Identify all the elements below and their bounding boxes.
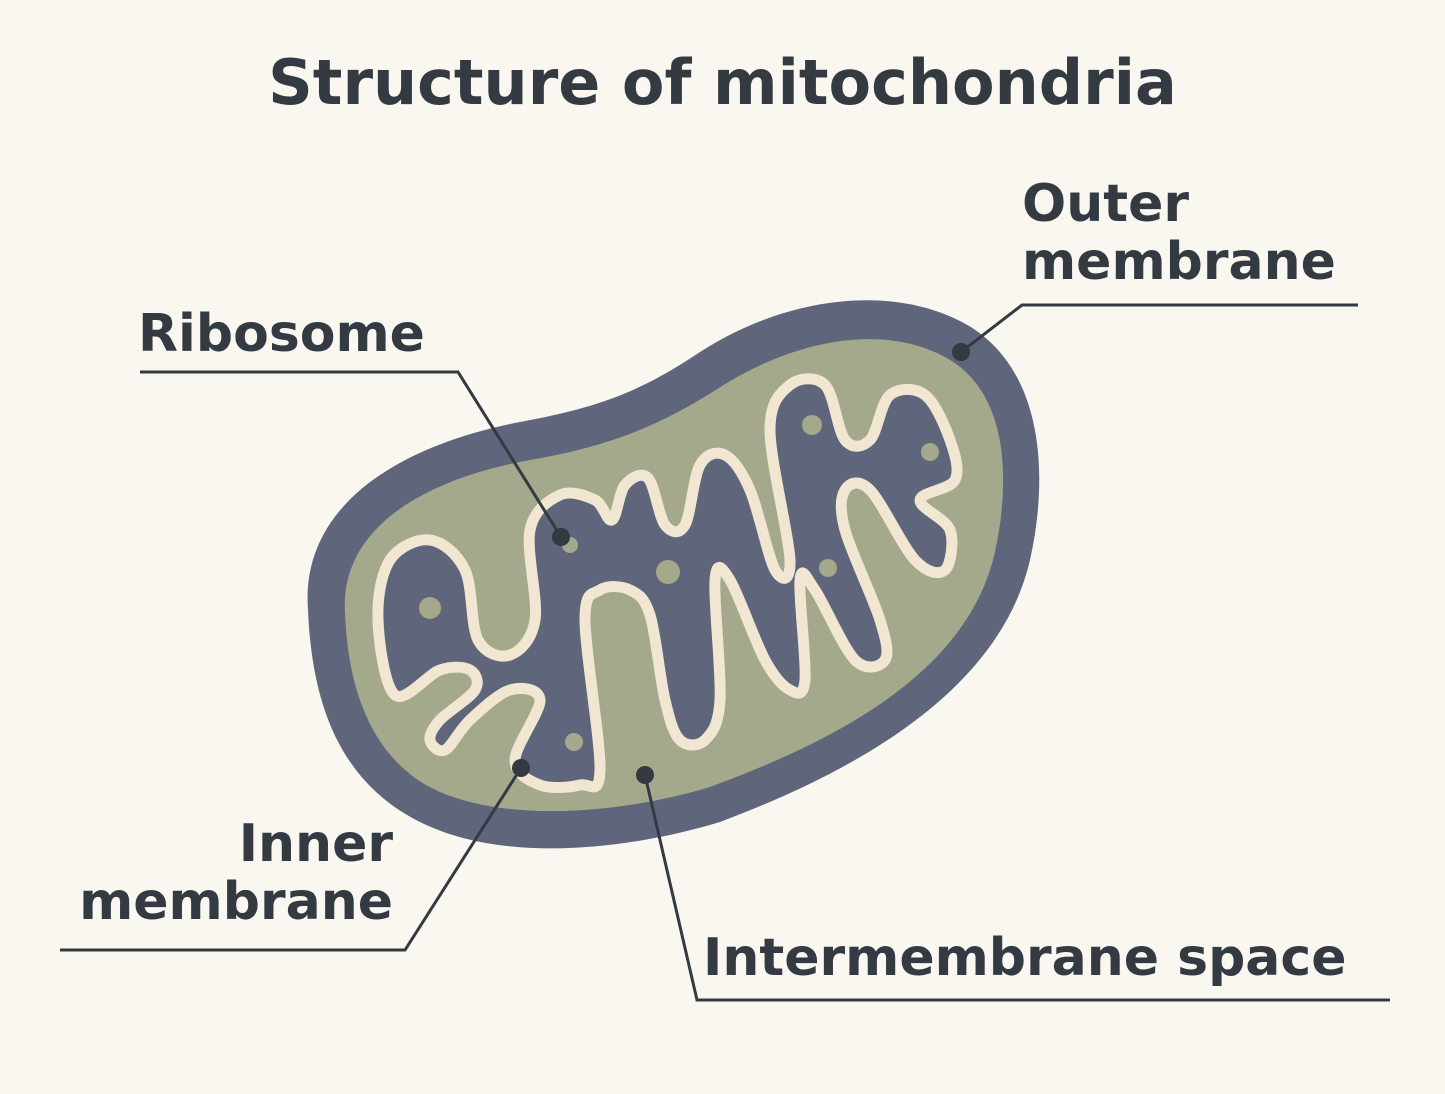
ribosome-dot: [419, 597, 441, 619]
inner-membrane-label-line2: membrane: [79, 872, 393, 932]
outer-membrane-pointer-dot: [952, 343, 970, 361]
ribosome-leader-line: [140, 370, 563, 538]
ribosome-dot: [802, 415, 822, 435]
outer-membrane-label-line1: Outer: [1022, 174, 1189, 234]
ribosome-dot: [819, 559, 837, 577]
intermembrane-leader-line: [643, 774, 1390, 1002]
inner-membrane-label-line1: Inner: [238, 814, 393, 874]
ribosome-label: Ribosome: [138, 304, 425, 364]
intermembrane-pointer-dot: [636, 766, 654, 784]
ribosomes: [419, 415, 939, 751]
ribosome-dot: [921, 443, 939, 461]
outer-membrane-leader-line: [960, 303, 1358, 354]
ribosome-dot: [565, 733, 583, 751]
page-title: Structure of mitochondria: [268, 46, 1177, 119]
inner-membrane-leader-line: [60, 767, 523, 952]
outer-membrane-label-line2: membrane: [1022, 232, 1336, 292]
intermembrane-space-label: Intermembrane space: [703, 928, 1347, 988]
inner-membrane-pointer-dot: [512, 759, 530, 777]
ribosome-pointer-dot: [552, 528, 570, 546]
ribosome-dot: [656, 560, 680, 584]
